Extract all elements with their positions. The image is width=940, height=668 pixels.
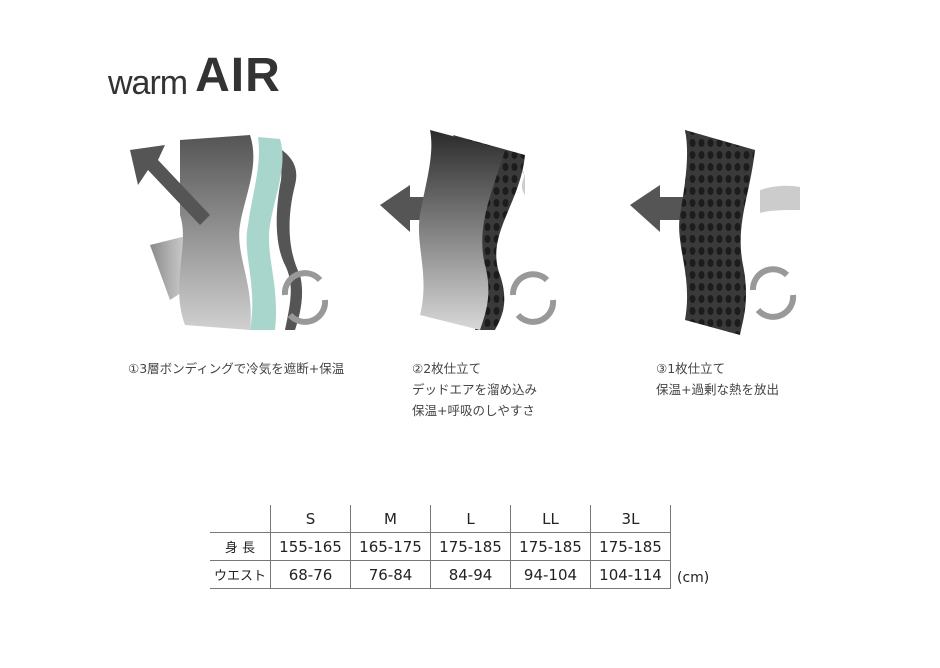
- unit-label: (cm): [677, 570, 710, 586]
- outer-fabric-layer: [179, 135, 254, 330]
- header-cell-s: S: [270, 505, 351, 533]
- panel-2-caption: ②2枚仕立て デッドエアを溜め込み 保温+呼吸のしやすさ: [412, 358, 537, 421]
- table-cell: 104-114: [590, 560, 671, 589]
- table-cell: 165-175: [350, 532, 431, 561]
- circulation-icon: [510, 271, 557, 325]
- table-row-waist: ウエスト 68-76 76-84 84-94 94-104 104-114: [210, 560, 671, 589]
- caption-line: ②2枚仕立て: [412, 361, 482, 376]
- warm-air-logo: warm AIR: [108, 49, 281, 102]
- logo-word-warm: warm: [108, 64, 188, 102]
- header-cell: [210, 505, 271, 533]
- air-out-arrow-icon: [630, 185, 715, 232]
- table-cell: 175-185: [510, 532, 591, 561]
- table-cell: 175-185: [430, 532, 511, 561]
- deflect-arrow-icon: [130, 145, 210, 225]
- mint-membrane-layer: [246, 137, 283, 330]
- dotted-fabric-layer: [679, 130, 755, 335]
- table-cell: 155-165: [270, 532, 351, 561]
- table-row-height: 身 長 155-165 165-175 175-185 175-185 175-…: [210, 532, 671, 561]
- table-cell: 175-185: [590, 532, 671, 561]
- circulation-icon: [750, 266, 797, 320]
- table-header-row: S M L LL 3L: [210, 505, 671, 533]
- two-layer-fabric-illustration: [380, 130, 557, 330]
- table-cell: 68-76: [270, 560, 351, 589]
- outer-fabric-layer: [418, 130, 505, 330]
- caption-line: 保温+過剰な熱を放出: [656, 382, 779, 397]
- three-layer-fabric-illustration: [130, 135, 329, 330]
- table-cell: 76-84: [350, 560, 431, 589]
- header-cell-ll: LL: [510, 505, 591, 533]
- single-layer-fabric-illustration: [630, 130, 800, 335]
- caption-line: ①3層ボンディングで冷気を遮断+保温: [128, 361, 345, 376]
- header-cell-m: M: [350, 505, 431, 533]
- row-label: 身 長: [210, 532, 271, 561]
- header-cell-l: L: [430, 505, 511, 533]
- logo-word-air: AIR: [195, 49, 281, 102]
- caption-line: デッドエアを溜め込み: [412, 382, 538, 397]
- header-cell-3l: 3L: [590, 505, 671, 533]
- caption-line: 保温+呼吸のしやすさ: [412, 403, 535, 418]
- dotted-inner-layer: [453, 135, 525, 330]
- circulation-icon: [281, 270, 329, 325]
- caption-line: ③1枚仕立て: [656, 361, 726, 376]
- table-cell: 94-104: [510, 560, 591, 589]
- size-table: S M L LL 3L 身 長 155-165 165-175 175-185 …: [210, 505, 671, 589]
- panel-1-caption: ①3層ボンディングで冷気を遮断+保温: [128, 358, 344, 379]
- row-label: ウエスト: [210, 560, 271, 589]
- table-cell: 84-94: [430, 560, 511, 589]
- panel-3-caption: ③1枚仕立て 保温+過剰な熱を放出: [656, 358, 779, 400]
